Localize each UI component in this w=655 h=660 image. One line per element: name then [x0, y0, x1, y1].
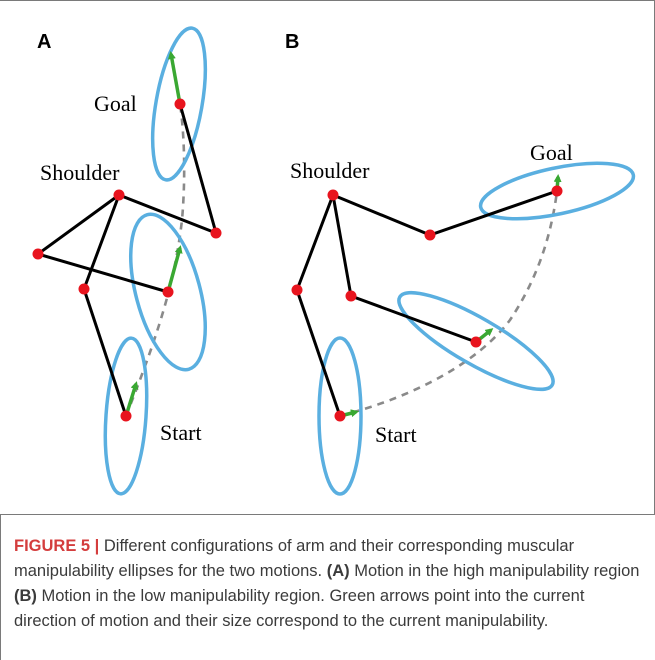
frame-left-border	[0, 514, 1, 660]
panel-b-middle-arm	[331, 194, 477, 344]
caption-label: FIGURE 5 |	[14, 537, 100, 555]
panel-a-start-label: Start	[160, 420, 202, 445]
panel-b-goal-label: Goal	[530, 140, 573, 165]
panel-a-middle-hand-joint	[162, 286, 174, 298]
caption-text-3: Motion in the low manipulability region.…	[14, 587, 585, 630]
panel-a-goal-ellipse	[150, 26, 208, 182]
panel-a-middle-elbow-joint	[32, 248, 44, 260]
panel-a-trajectory	[124, 103, 186, 417]
panel-b-shoulder-label: Shoulder	[290, 158, 370, 183]
panel-b-goal-elbow-joint	[424, 229, 436, 241]
panel-b-start-ellipse	[317, 336, 363, 496]
panel-b-goal-hand-joint	[551, 185, 563, 197]
panel-a-goal-label: Goal	[94, 91, 137, 116]
panel-a-start-elbow-joint	[78, 283, 90, 295]
panel-b-trajectory	[339, 190, 559, 418]
panel-a-goal-elbow-joint	[210, 227, 222, 239]
panel-a-shoulder-label: Shoulder	[40, 160, 120, 185]
frame-divider	[0, 514, 655, 515]
panel-b-middle-ellipse	[397, 290, 555, 392]
panel-a-middle-arm	[34, 193, 169, 294]
panel-b-start-arm	[295, 194, 342, 417]
panel-a-start-arm	[82, 194, 128, 417]
panel-b-goal-ellipse	[478, 161, 636, 221]
panel-b-middle-elbow-joint	[345, 290, 357, 302]
caption-ref-a: (A)	[326, 562, 350, 580]
panel-a-goal-arrow	[167, 51, 182, 105]
panel-b-start-elbow-joint	[291, 284, 303, 296]
panel-a-letter: A	[37, 31, 51, 53]
manipulability-diagram: A Goal Shoulder	[32, 26, 636, 496]
panel-b-shoulder-joint	[327, 189, 339, 201]
panel-a-start-hand-joint	[120, 410, 132, 422]
panel-a-start-arrow	[124, 381, 139, 417]
panel-b-middle-hand-joint	[470, 336, 482, 348]
caption-text-1: Different configurations of arm and thei…	[14, 537, 575, 580]
frame-top-border	[0, 0, 654, 1]
panel-b-start-hand-joint	[334, 410, 346, 422]
panel-b-start-label: Start	[375, 422, 417, 447]
panel-b-letter: B	[285, 31, 299, 53]
panel-a-start-ellipse	[103, 336, 149, 496]
panel-a-shoulder-joint	[113, 189, 125, 201]
panel-a-middle-ellipse	[129, 212, 207, 372]
panel-a-goal-hand-joint	[174, 98, 186, 110]
caption-ref-b: (B)	[14, 587, 37, 605]
caption-text-2: Motion in the high manipulability region	[349, 562, 640, 580]
figure-caption: FIGURE 5 | Different configurations of a…	[14, 534, 644, 634]
panel-b-goal-arm	[332, 189, 558, 237]
panel-a-middle-arrow	[166, 245, 183, 293]
panel-a-goal-arm	[118, 103, 219, 236]
panel-b: B Goal Shoulder	[285, 31, 636, 496]
panel-a: A Goal Shoulder	[32, 26, 222, 496]
